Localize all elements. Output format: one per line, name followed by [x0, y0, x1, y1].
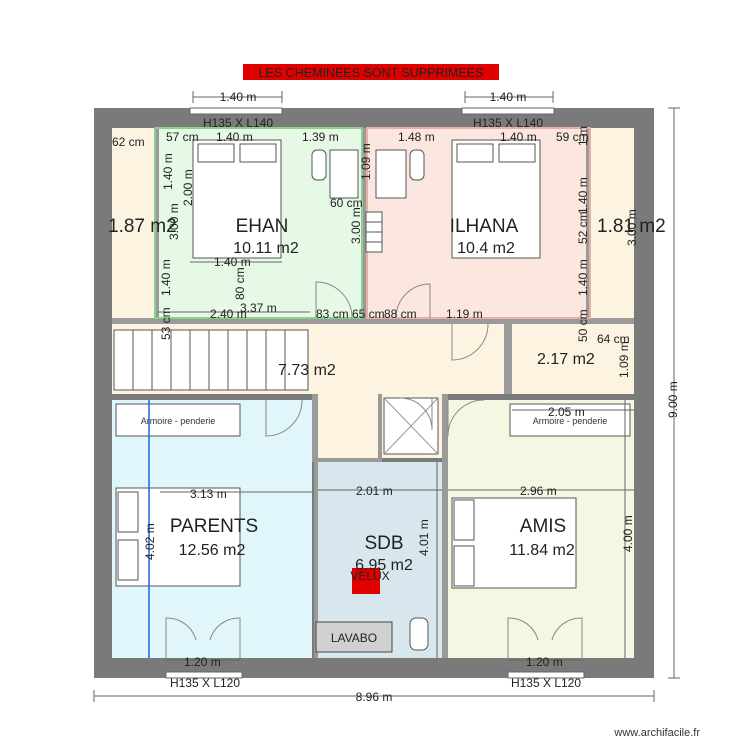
dim-140a: 1.40 m: [216, 130, 253, 144]
dim-400: 4.00 m: [621, 515, 635, 552]
dim-140-under: 1.40 m: [214, 255, 251, 269]
bed-parents: [115, 487, 241, 587]
dimension-lines: [93, 91, 680, 702]
dim-total-height: 9.00 m: [666, 381, 680, 418]
amis-name: AMIS: [520, 516, 566, 537]
dim-60cm: 60 cm: [330, 196, 363, 210]
bed-ehan: [192, 139, 282, 259]
hall-area: 7.73 m2: [278, 362, 336, 379]
dim-140m-v: 1.40 m: [159, 259, 173, 296]
ehan-area: 10.11 m2: [233, 240, 299, 257]
parents-area: 12.56 m2: [179, 542, 246, 559]
hall-extension: [314, 394, 378, 458]
doors: [165, 281, 583, 658]
velux-box: [352, 568, 380, 594]
bed-amis-size: H135 X L120: [511, 676, 581, 690]
wardrobe-parents: [115, 403, 241, 437]
dim-top-left: 1.40 m: [220, 90, 257, 104]
bed-ilhana: [451, 139, 541, 259]
small-room: [512, 324, 634, 394]
ilhana-name: ILHANA: [450, 216, 519, 237]
dim-148: 1.48 m: [398, 130, 435, 144]
right-closet-area: 1.81 m2: [597, 216, 666, 237]
dim-300b: 3.00 m: [349, 207, 363, 244]
amis-area: 11.84 m2: [509, 542, 575, 559]
bed-ilhana-size: H135 X L140: [473, 116, 543, 130]
banner-text: LES CHEMINEES SONT SUPPRIMEES: [259, 66, 484, 80]
right-closet: [590, 128, 634, 318]
dim-64cm: 64 cm: [597, 332, 630, 346]
dim-83cm: 83 cm: [316, 307, 349, 321]
sdb-area: 6.95 m2: [355, 557, 413, 574]
dim-50cm: 50 cm: [576, 309, 590, 342]
dim-59cm: 59 cm: [556, 130, 589, 144]
wardrobe-parents-label: Armoire - penderie: [141, 416, 216, 426]
desk-ilhana: [375, 149, 425, 199]
dim-205: 2.05 m: [548, 405, 585, 419]
ilhana-area: 10.4 m2: [457, 240, 515, 257]
sdb-name: SDB: [364, 533, 403, 554]
dim-57cm: 57 cm: [166, 130, 199, 144]
dim-140-right-v2: 1.40 m: [576, 259, 590, 296]
dim-139: 1.39 m: [302, 130, 339, 144]
dim-53cm: 53 cm: [159, 307, 173, 340]
left-closet-area: 1.87 m2: [108, 216, 177, 237]
windows: [165, 107, 585, 679]
bed-parents-size: H135 X L120: [170, 676, 240, 690]
toilet: [409, 617, 429, 651]
dim-119: 1.19 m: [446, 307, 483, 321]
banner-box: [243, 64, 499, 80]
dim-140m-left: 1.40 m: [161, 153, 175, 190]
small-room-area: 2.17 m2: [537, 351, 595, 368]
desk-ehan: [311, 149, 359, 199]
dim-313: 3.13 m: [190, 487, 227, 501]
dim-total-width: 8.96 m: [356, 690, 393, 704]
dim-140-right-v: 1.40 m: [576, 177, 590, 214]
dim-300c: 3.00 m: [625, 209, 639, 246]
dim-401: 4.01 m: [417, 519, 431, 556]
ehan-border: [154, 127, 363, 319]
dim-52cm: 52 cm: [576, 211, 590, 244]
dim-296: 2.96 m: [520, 484, 557, 498]
dim-65cm: 65 cm: [352, 307, 385, 321]
dim-140b: 1.40 m: [500, 130, 537, 144]
shower: [383, 397, 439, 455]
dim-80cm: 80 cm: [233, 267, 247, 300]
dim-300a: 3.00 m: [167, 203, 181, 240]
velux-label: VELUX: [350, 569, 389, 583]
dim-120-right: 1.20 m: [526, 655, 563, 669]
left-closet: [112, 128, 155, 318]
staircase-small: [365, 211, 383, 253]
bed-amis: [451, 497, 577, 589]
staircase: [113, 329, 309, 391]
ehan-name: EHAN: [236, 216, 289, 237]
dim-top-right: 1.40 m: [490, 90, 527, 104]
wardrobe-amis: [509, 403, 631, 437]
dim-109b: 1.09 m: [617, 341, 631, 378]
dim-120-left: 1.20 m: [184, 655, 221, 669]
dim-109: 1.09 m: [359, 143, 373, 180]
dim-88cm: 88 cm: [384, 307, 417, 321]
dim-402: 4.02 m: [143, 523, 157, 560]
dim-240: 2.40 m: [210, 307, 247, 321]
wardrobe-amis-label: Armoire - penderie: [533, 416, 608, 426]
dim-1m: 1 m: [576, 126, 590, 146]
lavabo-box: [315, 621, 393, 653]
dim-200: 2.00 m: [181, 169, 195, 206]
watermark: www.archifacile.fr: [613, 727, 700, 739]
bed-ehan-size: H135 X L140: [203, 116, 273, 130]
dim-337: 3.37 m: [240, 301, 277, 315]
dim-62cm: 62 cm: [112, 135, 145, 149]
lavabo-label: LAVABO: [331, 631, 377, 645]
dim-201: 2.01 m: [356, 484, 393, 498]
parents-name: PARENTS: [170, 516, 258, 537]
inner-walls: [112, 128, 634, 658]
